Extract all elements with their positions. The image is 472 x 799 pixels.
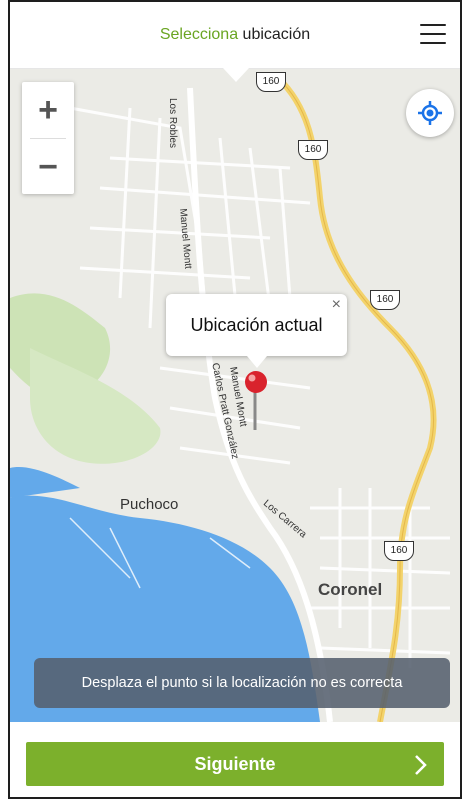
app-frame: Selecciona ubicación <box>8 0 462 799</box>
route-shield: 160 <box>298 140 328 160</box>
map-label-los-robles: Los Robles <box>167 98 178 149</box>
map-label-puchoco: Puchoco <box>120 496 179 513</box>
header-pointer <box>223 68 249 82</box>
page-title: Selecciona ubicación <box>160 26 310 44</box>
location-popup: Ubicación actual × <box>166 294 347 356</box>
next-button[interactable]: Siguiente <box>26 742 444 786</box>
next-button-label: Siguiente <box>194 753 276 774</box>
map-label-coronel: Coronel <box>318 580 383 599</box>
hamburger-menu-icon[interactable] <box>420 24 446 44</box>
chevron-right-icon <box>415 755 427 775</box>
crosshair-icon <box>418 101 442 125</box>
hint-toast: Desplaza el punto si la localización no … <box>34 658 450 708</box>
route-shield: 160 <box>370 290 400 310</box>
page-title-accent: Selecciona <box>159 26 239 43</box>
hint-toast-text: Desplaza el punto si la localización no … <box>81 675 403 691</box>
page-title-rest: ubicación <box>238 26 311 43</box>
zoom-out-button[interactable]: − <box>38 147 58 186</box>
zoom-control: + − <box>22 82 74 194</box>
header: Selecciona ubicación <box>10 2 460 69</box>
popup-tail <box>247 356 267 368</box>
route-shield: 160 <box>256 72 286 92</box>
footer: Siguiente <box>10 722 460 797</box>
popup-close-icon[interactable]: × <box>331 296 341 313</box>
popup-text: Ubicación actual <box>190 314 323 335</box>
zoom-divider <box>30 138 66 139</box>
route-shield: 160 <box>384 541 414 561</box>
map-view[interactable]: Puchoco Coronel Los Robles Manuel Montt … <box>10 68 460 722</box>
zoom-in-button[interactable]: + <box>38 90 58 129</box>
my-location-button[interactable] <box>406 89 454 137</box>
